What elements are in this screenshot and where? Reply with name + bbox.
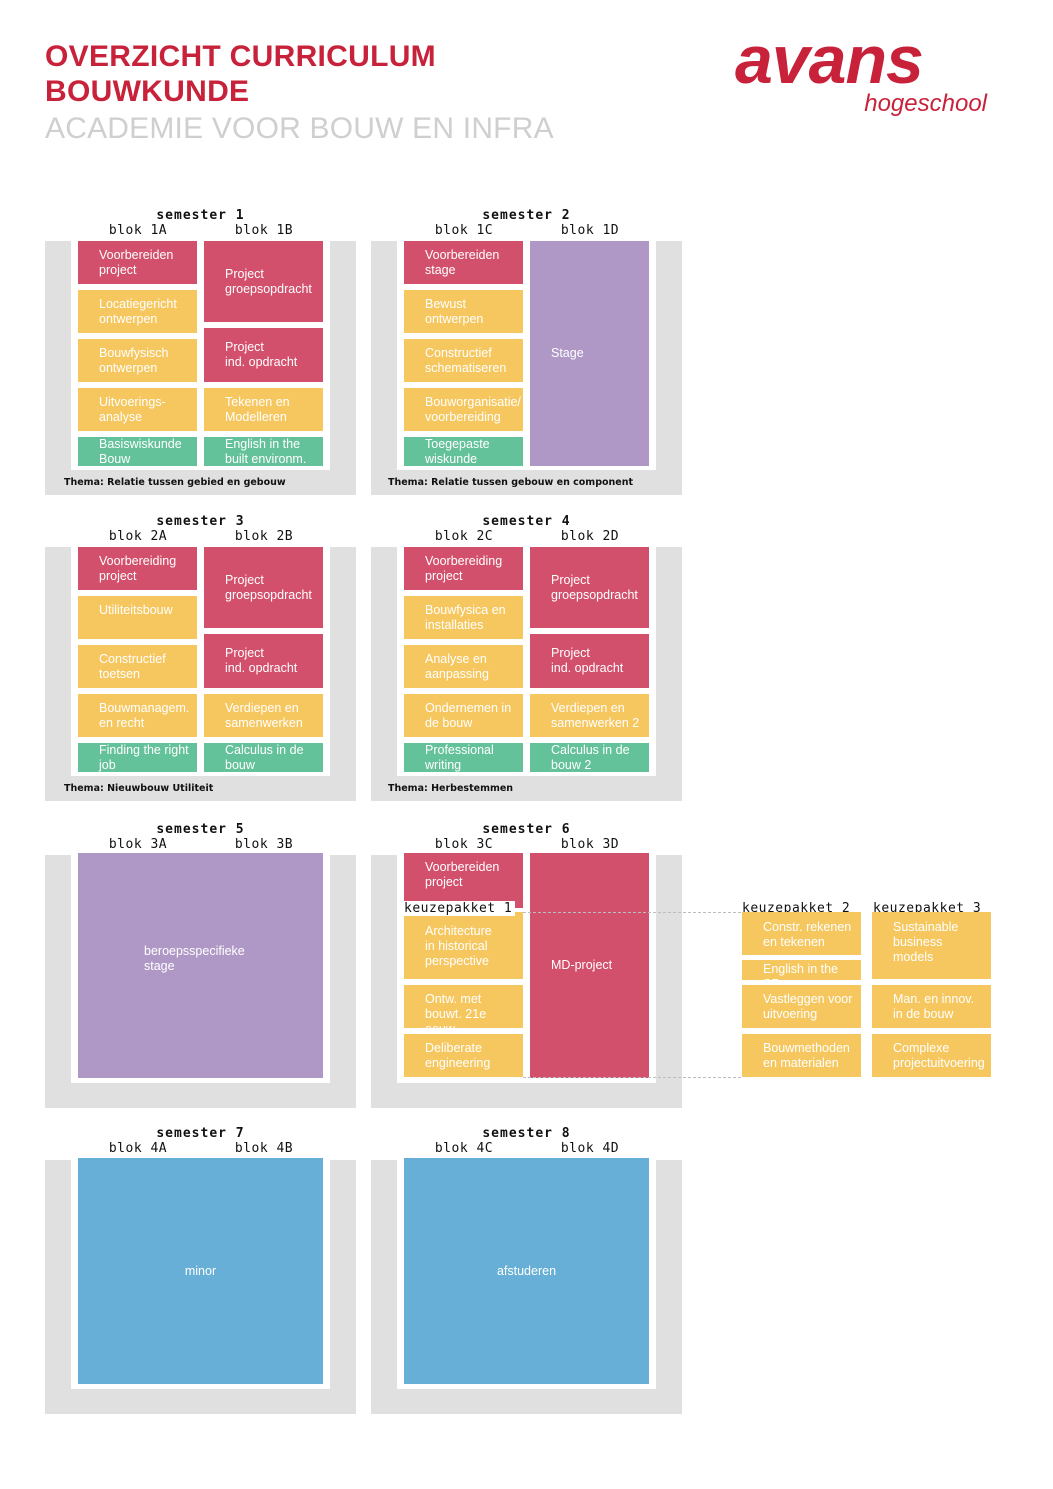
course-cell: Analyse en aanpassing: [404, 645, 523, 688]
semester-3-thema: Thema: Nieuwbouw Utiliteit: [64, 783, 214, 794]
logo-word: avans: [735, 22, 924, 98]
semester-1-title: semester 1: [156, 208, 245, 223]
course-cell: Verdiepen en samenwerken: [204, 694, 323, 737]
blok-1a-label: blok 1A: [108, 223, 168, 238]
course-cell: Finding the right job: [78, 743, 197, 772]
course-cell: Bouworganisatie/ voorbereiding: [404, 388, 523, 431]
course-cell: Bouwfysisch ontwerpen: [78, 339, 197, 382]
course-cell: English in the SP: [742, 960, 861, 980]
course-cell: Project groepsopdracht: [530, 547, 649, 628]
course-cell: Vastleggen voor uitvoering: [742, 985, 861, 1028]
course-cell: Constructief toetsen: [78, 645, 197, 688]
blok-2d-label: blok 2D: [560, 529, 620, 544]
blok-3a-label: blok 3A: [108, 837, 168, 852]
course-cell: Man. en innov. in de bouw: [872, 985, 991, 1028]
course-cell: Professional writing: [404, 743, 523, 772]
course-cell: Tekenen en Modelleren: [204, 388, 323, 431]
blok-3b-label: blok 3B: [234, 837, 294, 852]
course-cell: Toegepaste wiskunde: [404, 437, 523, 466]
blok-1d-label: blok 1D: [560, 223, 620, 238]
course-cell: Deliberate engineering: [404, 1034, 523, 1077]
semester-3-title: semester 3: [156, 514, 245, 529]
keuze-connector-top: [523, 912, 741, 913]
blok-3d-label: blok 3D: [560, 837, 620, 852]
course-cell: Voorbereiding project: [78, 547, 197, 590]
course-cell-md-project: MD-project: [530, 853, 649, 1078]
course-cell: Constr. rekenen en tekenen: [742, 912, 861, 955]
course-cell-afstuderen: afstuderen: [404, 1158, 649, 1384]
course-cell: Voorbereiden stage: [404, 241, 523, 284]
course-cell: Ontw. met bouwt. 21e eeuw: [404, 985, 523, 1028]
keuze-connector-bottom: [523, 1077, 741, 1078]
semester-8-title: semester 8: [482, 1126, 571, 1141]
course-cell: Project ind. opdracht: [530, 634, 649, 688]
course-cell: Constructief schematiseren: [404, 339, 523, 382]
keuzepakket-1-label: keuzepakket 1: [404, 901, 516, 916]
blok-4d-label: blok 4D: [560, 1141, 620, 1156]
course-cell: Calculus in de bouw 2: [530, 743, 649, 772]
blok-4b-label: blok 4B: [234, 1141, 294, 1156]
blok-2c-label: blok 2C: [434, 529, 494, 544]
course-cell: Bouwmethoden en materialen: [742, 1034, 861, 1077]
course-cell-stage: Stage: [530, 241, 649, 466]
blok-3c-label: blok 3C: [434, 837, 494, 852]
course-cell: Voorbereiden project: [404, 853, 523, 908]
blok-2b-label: blok 2B: [234, 529, 294, 544]
course-cell: Project ind. opdracht: [204, 634, 323, 688]
course-cell: Utiliteitsbouw: [78, 596, 197, 639]
course-cell-beroepsspecifieke-stage: beroepsspecifieke stage: [78, 853, 323, 1078]
blok-1b-label: blok 1B: [234, 223, 294, 238]
course-cell: Bewust ontwerpen: [404, 290, 523, 333]
course-cell: English in the built environm.: [204, 437, 323, 466]
course-cell: Locatiegericht ontwerpen: [78, 290, 197, 333]
page-title-line2: BOUWKUNDE: [45, 75, 250, 108]
course-cell: Basiswiskunde Bouw: [78, 437, 197, 466]
semester-4-title: semester 4: [482, 514, 571, 529]
semester-2-title: semester 2: [482, 208, 571, 223]
course-cell: Voorbereiden project: [78, 241, 197, 284]
semester-1-thema: Thema: Relatie tussen gebied en gebouw: [64, 477, 286, 488]
course-cell: Architecture in historical perspective: [404, 912, 523, 979]
course-cell-minor: minor: [78, 1158, 323, 1384]
course-cell: Calculus in de bouw: [204, 743, 323, 772]
course-cell: Ondernemen in de bouw: [404, 694, 523, 737]
blok-2a-label: blok 2A: [108, 529, 168, 544]
semester-7-title: semester 7: [156, 1126, 245, 1141]
course-cell: Project groepsopdracht: [204, 241, 323, 322]
avans-logo: avans hogeschool: [735, 22, 995, 123]
blok-1c-label: blok 1C: [434, 223, 494, 238]
course-cell: Sustainable business models: [872, 912, 991, 979]
course-cell: Bouwmanagem. en recht: [78, 694, 197, 737]
course-cell: Verdiepen en samenwerken 2: [530, 694, 649, 737]
course-cell: Project ind. opdracht: [204, 328, 323, 382]
logo-sub: hogeschool: [864, 90, 987, 117]
page-title-line1: OVERZICHT CURRICULUM: [45, 40, 436, 73]
course-cell: Project groepsopdracht: [204, 547, 323, 628]
course-cell: Voorbereiding project: [404, 547, 523, 590]
blok-4a-label: blok 4A: [108, 1141, 168, 1156]
course-cell: Bouwfysica en installaties: [404, 596, 523, 639]
semester-4-thema: Thema: Herbestemmen: [388, 783, 514, 794]
semester-2-thema: Thema: Relatie tussen gebouw en componen…: [388, 477, 634, 488]
course-cell: Uitvoerings- analyse: [78, 388, 197, 431]
page-subtitle: ACADEMIE VOOR BOUW EN INFRA: [45, 112, 554, 145]
semester-6-title: semester 6: [482, 822, 571, 837]
course-cell: Complexe projectuitvoering: [872, 1034, 991, 1077]
semester-5-title: semester 5: [156, 822, 245, 837]
blok-4c-label: blok 4C: [434, 1141, 494, 1156]
